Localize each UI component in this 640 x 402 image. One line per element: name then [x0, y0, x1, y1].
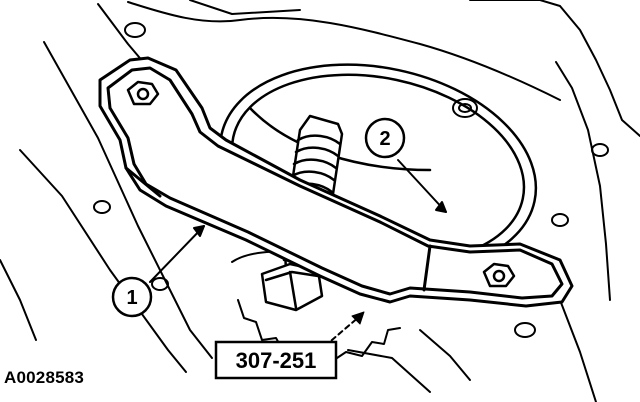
callout-2-leader	[397, 159, 447, 213]
special-tool-bracket	[98, 56, 574, 308]
callout-1: 1	[111, 276, 153, 318]
case-bolt-boss-3	[452, 98, 478, 118]
callout-1-number: 1	[126, 287, 137, 309]
case-bolt-boss-7	[591, 143, 609, 157]
tool-label-arrowhead	[351, 311, 365, 325]
case-bolt-boss-6	[124, 22, 146, 38]
tool-number-text: 307-251	[236, 348, 317, 373]
case-bolt-boss-1	[93, 200, 111, 214]
case-bolt-boss-4	[551, 213, 569, 227]
callout-2-number: 2	[379, 128, 390, 150]
case-bolt-boss-5	[514, 322, 536, 338]
callout-2: 2	[364, 117, 406, 159]
figure-id-label: A0028583	[4, 368, 85, 387]
bracket-bolt-right	[482, 262, 516, 288]
case-bolt-boss-2	[151, 277, 169, 291]
tool-number-label: 307-251	[214, 340, 338, 380]
bracket-bolt-left	[126, 80, 160, 106]
hex-nut	[260, 262, 324, 312]
callout-1-leader	[149, 225, 205, 283]
